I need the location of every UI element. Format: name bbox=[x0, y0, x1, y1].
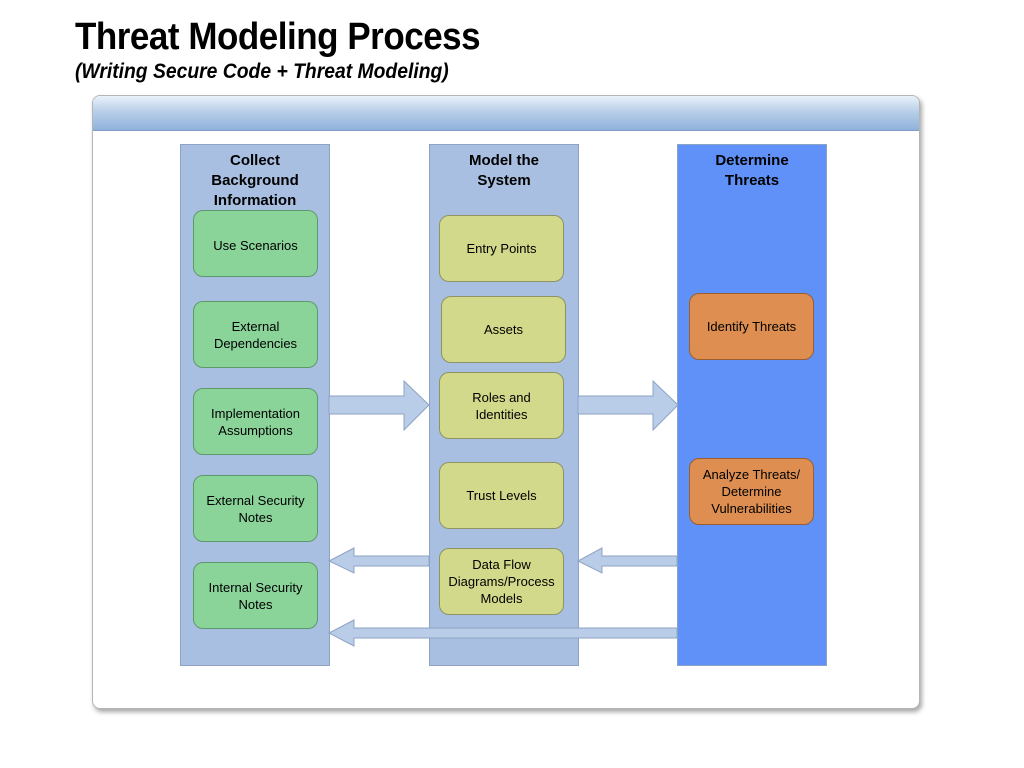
column-title-determine: Determine Threats bbox=[715, 152, 789, 189]
box-trust-levels: Trust Levels bbox=[439, 462, 564, 529]
box-implementation-assumptions: Implementation Assumptions bbox=[193, 388, 318, 455]
arrow-determine-to-collect-lower bbox=[327, 619, 678, 647]
column-determine-threats: Determine Threats bbox=[677, 144, 827, 666]
arrow-determine-to-model bbox=[576, 547, 678, 574]
box-data-flow-diagrams: Data Flow Diagrams/Process Models bbox=[439, 548, 564, 615]
box-roles-identities: Roles and Identities bbox=[439, 372, 564, 439]
frame-header-bar bbox=[93, 96, 919, 131]
box-identify-threats: Identify Threats bbox=[689, 293, 814, 360]
arrow-collect-to-model bbox=[328, 379, 430, 432]
box-internal-security-notes: Internal Security Notes bbox=[193, 562, 318, 629]
arrow-model-to-determine bbox=[577, 379, 679, 432]
box-assets: Assets bbox=[441, 296, 566, 363]
box-use-scenarios: Use Scenarios bbox=[193, 210, 318, 277]
column-title-collect: Collect Background Information bbox=[211, 152, 299, 209]
box-external-security-notes: External Security Notes bbox=[193, 475, 318, 542]
box-analyze-threats: Analyze Threats/ Determine Vulnerabiliti… bbox=[689, 458, 814, 525]
column-title-model: Model the System bbox=[469, 152, 539, 189]
arrow-model-to-collect-upper bbox=[327, 547, 430, 574]
box-external-dependencies: External Dependencies bbox=[193, 301, 318, 368]
page-title: Threat Modeling Process bbox=[75, 16, 481, 58]
box-entry-points: Entry Points bbox=[439, 215, 564, 282]
page-subtitle: (Writing Secure Code + Threat Modeling) bbox=[75, 60, 449, 83]
